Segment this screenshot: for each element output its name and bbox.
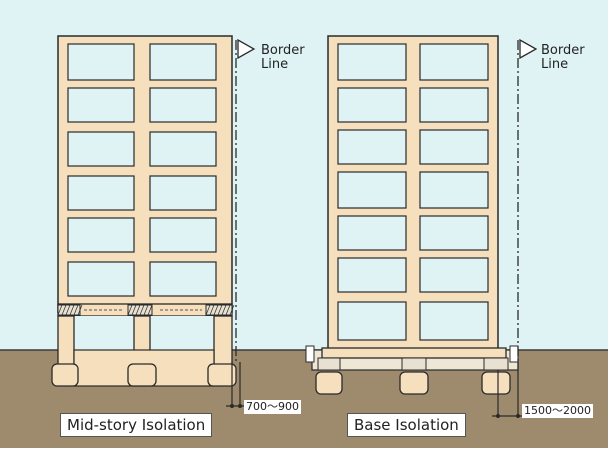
left-bay-0-2 bbox=[67, 131, 135, 167]
left-bearing-hatch bbox=[217, 304, 223, 316]
left-dimension-label: 700～900 bbox=[244, 400, 301, 414]
right-bay-1-5 bbox=[419, 257, 489, 293]
left-bearing-hatch bbox=[57, 304, 63, 316]
right-footing-2 bbox=[481, 371, 511, 395]
right-bay-0-0 bbox=[337, 43, 407, 81]
left-building bbox=[51, 35, 237, 387]
left-footing-2 bbox=[207, 363, 237, 387]
left-lower-column-0 bbox=[57, 315, 75, 367]
left-bearing-hatch bbox=[69, 304, 75, 316]
right-bay-1-6 bbox=[419, 301, 489, 341]
right-bay-0-5 bbox=[337, 257, 407, 293]
right-bay-0-1 bbox=[337, 87, 407, 123]
left-lower-column-2 bbox=[213, 315, 233, 367]
left-bearing-hatch bbox=[65, 304, 71, 316]
left-dim-dot-a bbox=[230, 404, 234, 408]
left-border-line-label: Border Line bbox=[261, 43, 305, 72]
left-bearing-hatch bbox=[225, 304, 231, 316]
right-floor-bays bbox=[337, 43, 489, 341]
right-dim-dot-b bbox=[516, 414, 520, 418]
left-bearing-hatch bbox=[77, 304, 83, 316]
left-bay-1-2 bbox=[149, 131, 217, 167]
right-bay-1-3 bbox=[419, 171, 489, 209]
left-bearing-hatch bbox=[127, 304, 133, 316]
left-bearing-hatch bbox=[61, 304, 67, 316]
right-bay-0-6 bbox=[337, 301, 407, 341]
left-bearing-hatch bbox=[135, 304, 141, 316]
left-bearing-hatch bbox=[147, 304, 153, 316]
right-border-line-label: Border Line bbox=[541, 43, 585, 72]
left-bearing-hatch bbox=[205, 304, 211, 316]
left-bearing-hatch bbox=[213, 304, 219, 316]
right-dim-dot-a bbox=[496, 414, 500, 418]
right-base-slab bbox=[321, 347, 507, 359]
left-bay-1-1 bbox=[149, 87, 217, 123]
left-floor-bays bbox=[67, 43, 217, 297]
right-bay-1-2 bbox=[419, 129, 489, 165]
right-building bbox=[305, 35, 519, 395]
left-bay-0-1 bbox=[67, 87, 135, 123]
right-retaining-wall-1 bbox=[509, 345, 519, 363]
right-border-flag bbox=[519, 38, 538, 60]
left-lower-story bbox=[51, 315, 237, 387]
right-retaining-wall-0 bbox=[305, 345, 315, 363]
right-bay-0-4 bbox=[337, 215, 407, 251]
left-isolation-layer bbox=[57, 303, 235, 317]
left-caption: Mid-story Isolation bbox=[60, 413, 213, 437]
right-bearing-1 bbox=[401, 357, 427, 371]
right-bay-1-4 bbox=[419, 215, 489, 251]
left-bearing-hatch bbox=[229, 304, 235, 316]
left-bearing-hatch bbox=[131, 304, 137, 316]
left-bay-1-0 bbox=[149, 43, 217, 81]
left-bay-1-4 bbox=[149, 217, 217, 253]
right-dimension-label: 1500～2000 bbox=[522, 404, 593, 418]
left-bay-0-3 bbox=[67, 175, 135, 211]
left-footing-0 bbox=[51, 363, 79, 387]
left-dim-dot-b bbox=[238, 404, 242, 408]
left-border-flag bbox=[237, 38, 256, 60]
left-bay-0-5 bbox=[67, 261, 135, 297]
left-bay-1-3 bbox=[149, 175, 217, 211]
left-bay-0-0 bbox=[67, 43, 135, 81]
right-bay-1-0 bbox=[419, 43, 489, 81]
left-bearing-hatch bbox=[139, 304, 145, 316]
left-bearing-hatch bbox=[209, 304, 215, 316]
right-bay-0-3 bbox=[337, 171, 407, 209]
left-footing-1 bbox=[127, 363, 157, 387]
left-bearing-hatch bbox=[73, 304, 79, 316]
right-footing-0 bbox=[315, 371, 343, 395]
right-footing-1 bbox=[399, 371, 429, 395]
right-base-isolation bbox=[305, 345, 519, 395]
right-bearing-2 bbox=[483, 357, 509, 371]
left-bay-0-4 bbox=[67, 217, 135, 253]
left-bearing-hatch bbox=[221, 304, 227, 316]
left-bearing-hatch bbox=[143, 304, 149, 316]
right-bay-0-2 bbox=[337, 129, 407, 165]
left-bay-1-5 bbox=[149, 261, 217, 297]
right-bearing-0 bbox=[317, 357, 341, 371]
right-bay-1-1 bbox=[419, 87, 489, 123]
right-caption: Base Isolation bbox=[347, 413, 466, 437]
